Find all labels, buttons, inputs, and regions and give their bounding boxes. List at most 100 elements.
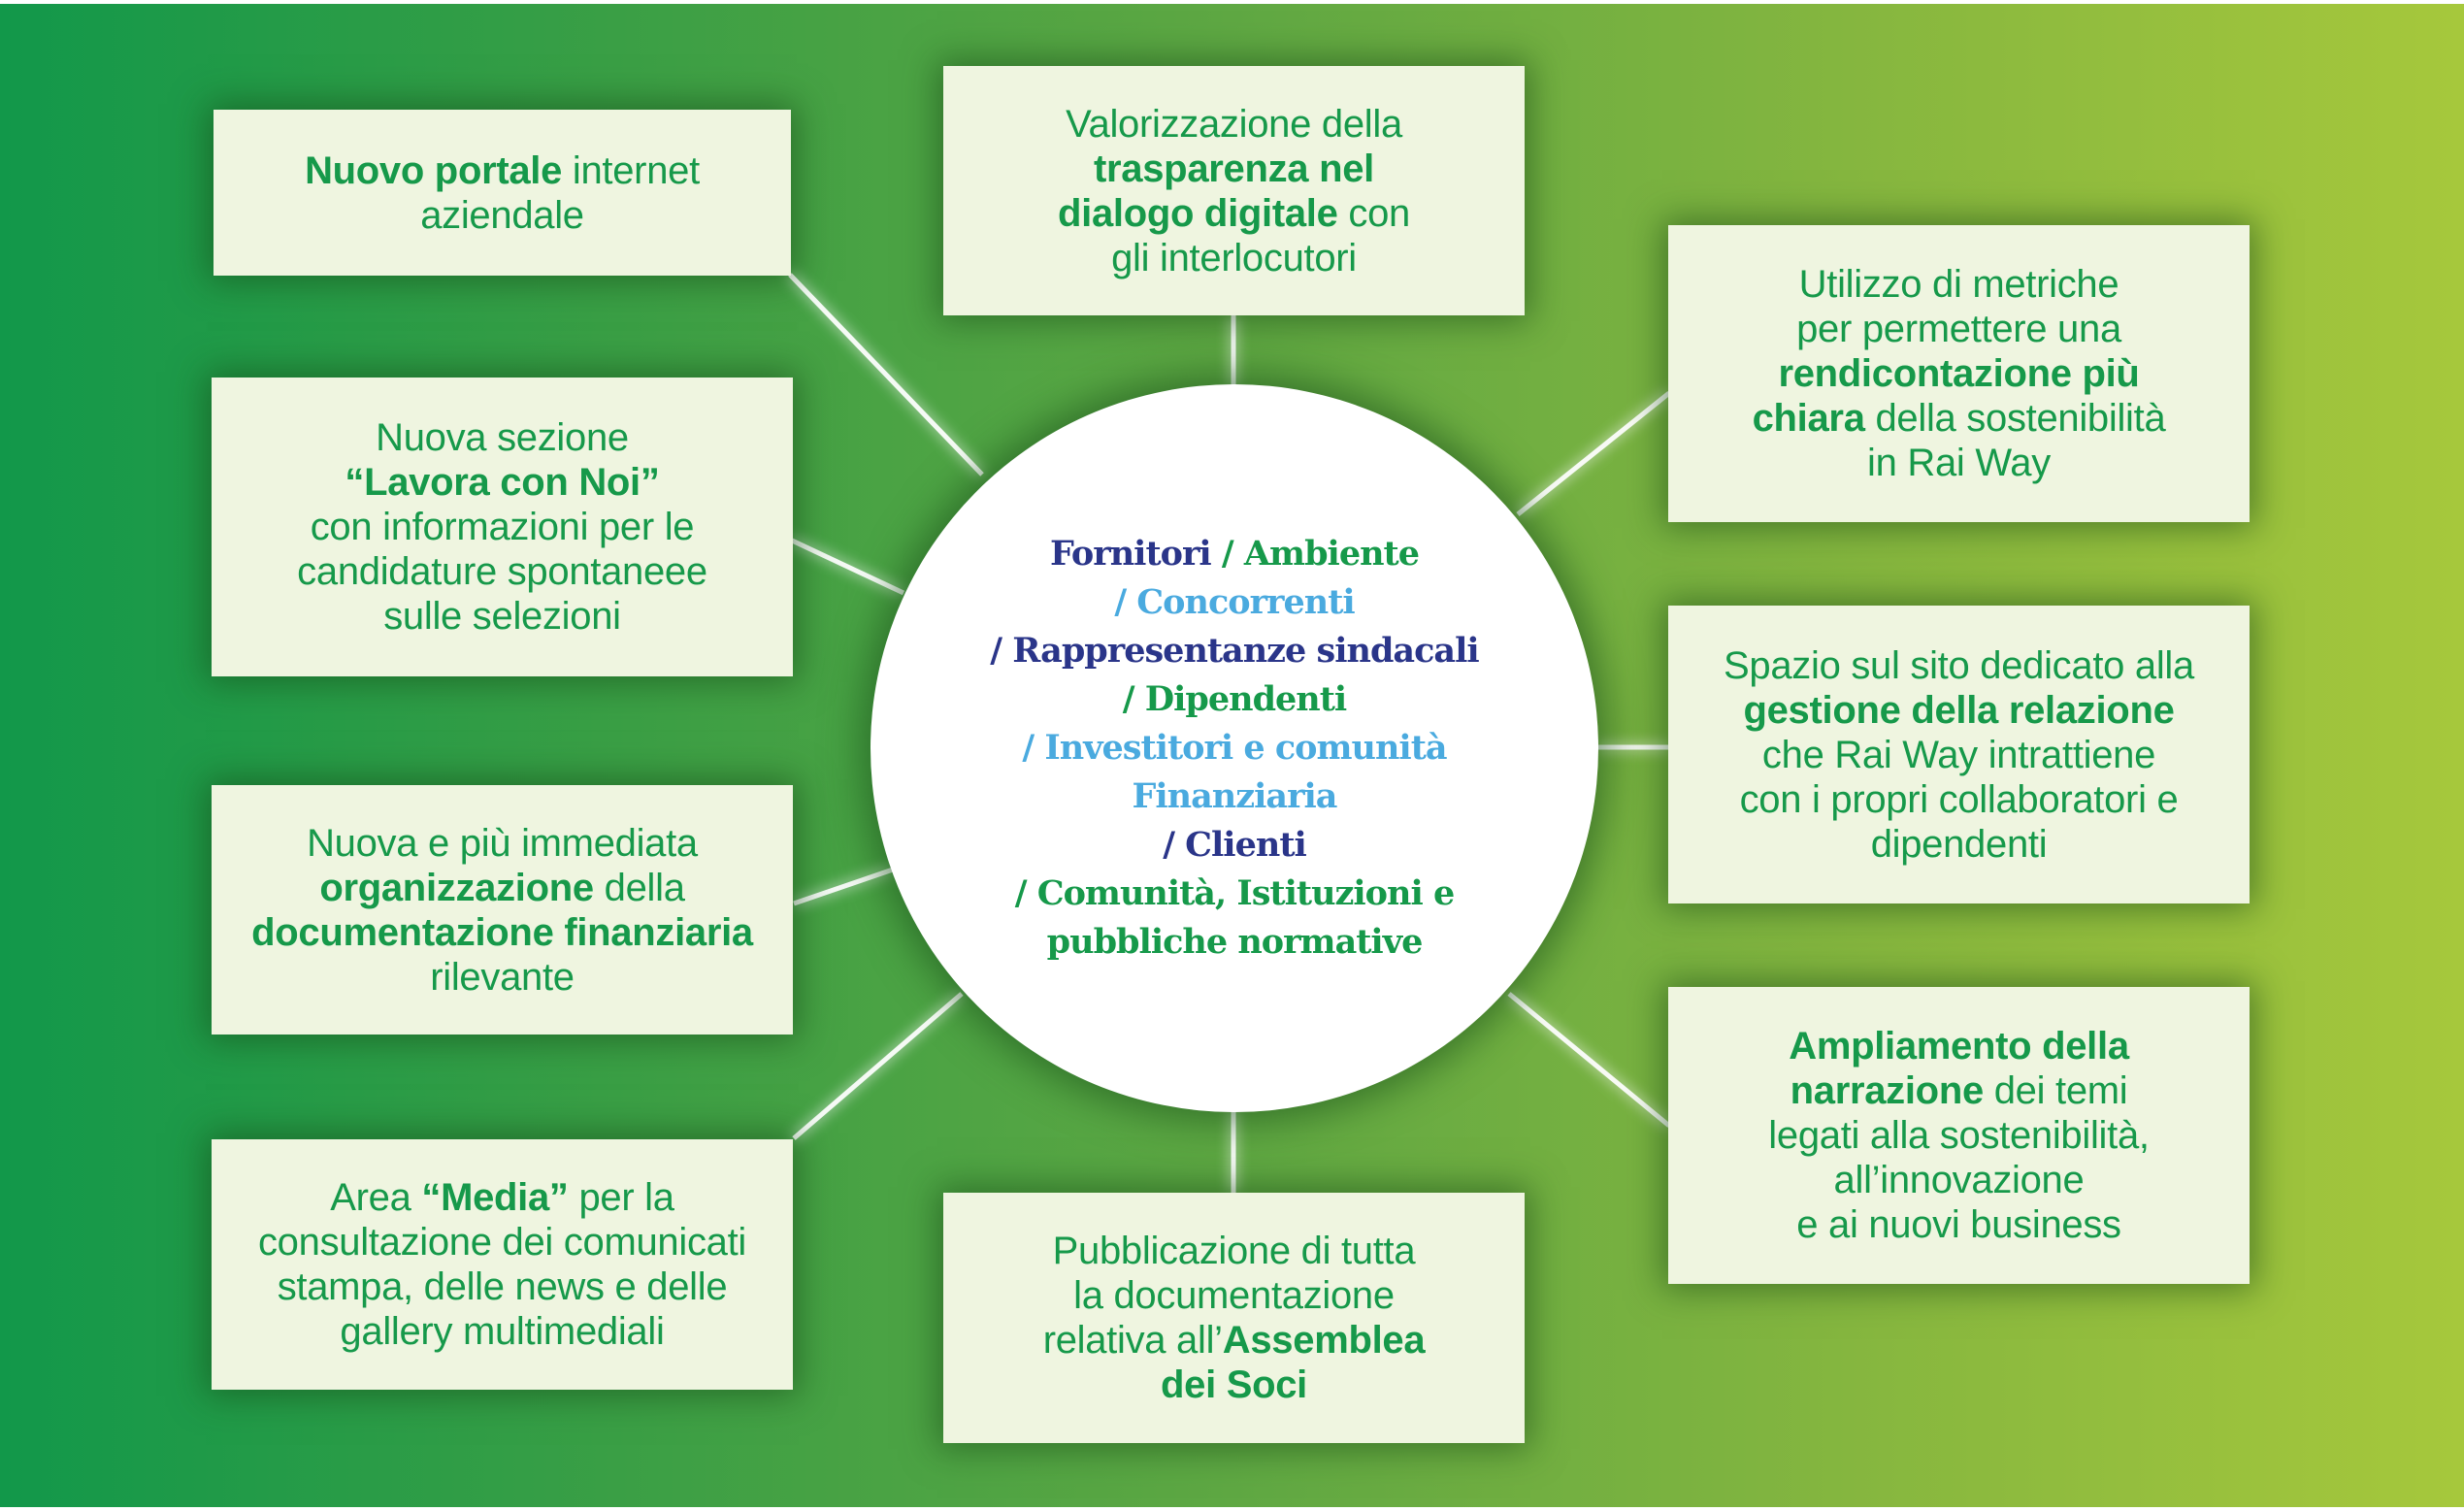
box-text-run: stampa, delle news e delle [277,1265,728,1308]
box-text-emphasis: Ampliamento della [1789,1025,2129,1068]
box-text-run: Valorizzazione della [1066,102,1402,146]
box-text-run: in Rai Way [1867,442,2051,484]
stakeholder-label: / Investitori e comunità [1022,728,1447,768]
box-text-run: con [1337,191,1410,235]
box-text-run: sulle selezioni [383,595,621,638]
stakeholder-label: Fornitori [1050,534,1222,574]
hub-line: pubbliche normative [1046,918,1424,967]
box-text-line: Nuova sezione [297,415,707,460]
hub-line: / Rappresentanze sindacali [990,627,1479,675]
box-text-line: in Rai Way [1753,441,2166,485]
box-text-line: all’innovazione [1768,1158,2149,1202]
box-text-line: Pubblicazione di tutta [1043,1229,1426,1273]
box-text-run: relativa all’ [1042,1319,1223,1362]
hub-line: Fornitori / Ambiente [1050,530,1420,578]
box-text-line: “Lavora con Noi” [297,460,707,505]
box-text-emphasis: organizzazione [319,866,594,909]
box-text-run: all’innovazione [1833,1159,2085,1201]
box-text-run: internet [562,148,700,192]
box-text-line: organizzazione della [251,866,753,910]
box-text-run: Spazio sul sito dedicato alla [1724,643,2194,687]
box-text-line: gallery multimediali [258,1309,746,1354]
stakeholder-label: / Clienti [1163,825,1307,865]
connector-lines [788,273,1671,1193]
box-text-line: Nuovo portale internet [305,148,700,193]
box-text-line: rilevante [251,955,753,1000]
box-text-emphasis: gestione della relazione [1743,688,2175,732]
box-text-line: Utilizzo di metriche [1753,262,2166,307]
box-text: Nuova sezione“Lavora con Noi”con informa… [297,415,707,639]
box-text-line: consultazione dei comunicati [258,1220,746,1265]
box-text-run: Pubblicazione di tutta [1052,1230,1416,1272]
box-text-run: della [593,866,685,909]
connector-area-media [792,992,964,1140]
stakeholder-label: / Comunità, Istituzioni e [1014,873,1455,913]
box-text-run: candidature spontaneee [297,550,707,593]
box-text-line: e ai nuovi business [1768,1202,2149,1247]
box-text-line: Valorizzazione della [1058,102,1410,147]
box-text-run: consultazione dei comunicati [257,1221,746,1264]
box-text-run: la documentazione [1073,1274,1395,1317]
hub-line: Finanziaria [1132,772,1338,821]
box-text-emphasis: documentazione finanziaria [251,910,753,954]
box-text-run: Nuova e più immediata [307,821,698,865]
box-text-run: della sostenibilità [1864,397,2166,440]
hub-line: / Dipendenti [1123,675,1347,724]
box-text-line: aziendale [305,193,700,238]
box-text-line: Spazio sul sito dedicato alla [1724,643,2194,688]
stakeholder-label: / Ambiente [1221,534,1420,574]
box-text-line: stampa, delle news e delle [258,1265,746,1309]
box-text-emphasis: “Media” [421,1176,569,1219]
connector-documentazione-finanziaria [793,867,894,906]
box-text-emphasis: trasparenza nel [1094,147,1374,190]
box-lavora-con-noi: Nuova sezione“Lavora con Noi”con informa… [212,378,793,676]
box-text-run: aziendale [420,193,584,237]
box-text-line: relativa all’Assemblea [1043,1318,1426,1363]
stakeholder-hub-circle: Fornitori / Ambiente/ Concorrenti/ Rappr… [871,384,1598,1112]
box-text-line: per permettere una [1753,307,2166,351]
box-text-run: Nuova sezione [376,416,629,459]
box-text-emphasis: Assemblea [1222,1319,1426,1362]
stakeholder-label: / Concorrenti [1114,582,1355,622]
connector-ampliamento-narrazione [1507,992,1671,1128]
box-text-run: e ai nuovi business [1796,1203,2121,1246]
stakeholder-label: pubbliche normative [1046,922,1424,962]
box-text-run: legati alla sostenibilità, [1768,1114,2150,1157]
hub-line: / Comunità, Istituzioni e [1014,870,1455,918]
box-text-emphasis: chiara [1752,397,1865,440]
box-text-run: con informazioni per le [310,506,695,548]
box-text-line: narrazione dei temi [1768,1068,2149,1113]
box-text-line: la documentazione [1043,1273,1426,1318]
box-text-emphasis: Nuovo portale [305,148,563,192]
box-text-run: gli interlocutori [1111,236,1357,279]
box-text-run: Utilizzo di metriche [1798,263,2119,306]
box-text-line: sulle selezioni [297,594,707,639]
box-text-line: dialogo digitale con [1058,191,1410,236]
box-text-line: dipendenti [1724,822,2194,867]
box-text-line: con i propri collaboratori e [1724,777,2194,822]
box-text-line: chiara della sostenibilità [1753,396,2166,441]
box-text-run: Area [330,1176,422,1219]
box-text-line: candidature spontaneee [297,549,707,594]
connector-metriche-rendicontazione [1516,391,1671,516]
connector-nuovo-portale [788,273,984,476]
box-text-run: con i propri collaboratori e [1739,777,2179,821]
stakeholder-label: Finanziaria [1132,776,1338,816]
box-text-line: che Rai Way intrattiene [1724,733,2194,777]
stakeholder-label: / Rappresentanze sindacali [990,631,1479,671]
